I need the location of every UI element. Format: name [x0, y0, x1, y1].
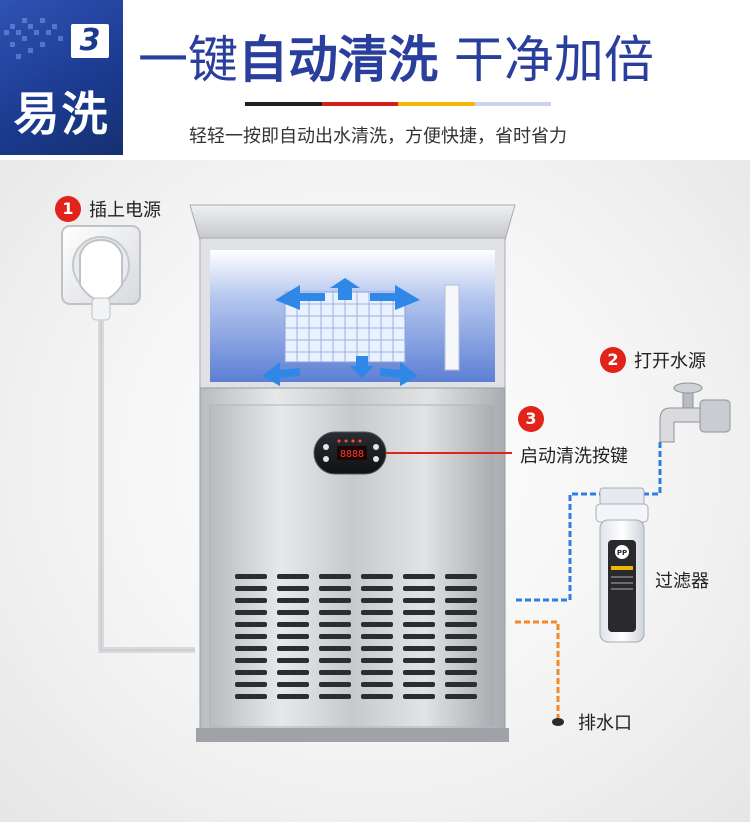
callout-text: 插上电源 — [89, 200, 161, 221]
inlet-pipe — [640, 442, 662, 496]
control-display: 8888 — [340, 449, 364, 460]
panel-button[interactable] — [323, 456, 329, 462]
title-prefix: 一键 — [138, 31, 238, 89]
ice-grid — [284, 284, 460, 371]
drain-label-text: 排水口 — [578, 713, 632, 734]
power-cable — [98, 320, 195, 653]
panel-button[interactable] — [323, 444, 329, 450]
step-number: 3 — [71, 24, 109, 58]
feed-pipe — [515, 492, 605, 602]
callout-clean-button: 启动清洗按键 — [520, 442, 628, 468]
drain-icon — [552, 718, 564, 726]
callout-text: 启动清洗按键 — [520, 446, 628, 467]
control-panel: 8888 — [313, 431, 387, 475]
callout-number: 2 — [600, 347, 626, 373]
wall-socket-icon — [61, 225, 141, 321]
pixel-decoration-icon — [4, 18, 63, 59]
drain-pipe — [515, 620, 560, 718]
clean-button[interactable] — [373, 456, 379, 462]
front-vents — [235, 574, 477, 699]
power-cable-edge — [100, 320, 195, 651]
water-tap-icon — [659, 382, 731, 443]
panel-button[interactable] — [373, 444, 379, 450]
water-filter-icon: PP — [595, 487, 649, 643]
callout-water-source: 2 打开水源 — [600, 347, 706, 373]
title-underline — [245, 102, 551, 106]
ice-machine: 8888 — [189, 204, 516, 742]
page-title: 一键自动清洗 干净加倍 — [138, 30, 654, 90]
drain-label: 排水口 — [578, 709, 632, 735]
title-emphasis: 自动清洗 — [238, 31, 438, 89]
filter-label-text: 过滤器 — [655, 571, 709, 592]
callout-text: 打开水源 — [634, 351, 706, 372]
water-flow-arrows — [262, 278, 420, 386]
page-subtitle: 轻轻一按即自动出水清洗，方便快捷，省时省力 — [189, 126, 567, 147]
step-label: 易洗 — [13, 87, 110, 141]
title-suffix: 干净加倍 — [438, 31, 654, 89]
callout-number: 3 — [518, 406, 544, 432]
filter-label: 过滤器 — [655, 567, 709, 593]
callout-number: 1 — [55, 196, 81, 222]
callout-power: 1 插上电源 — [55, 196, 161, 222]
filter-badge: PP — [617, 549, 627, 557]
step-badge: 3 易洗 — [0, 0, 123, 155]
